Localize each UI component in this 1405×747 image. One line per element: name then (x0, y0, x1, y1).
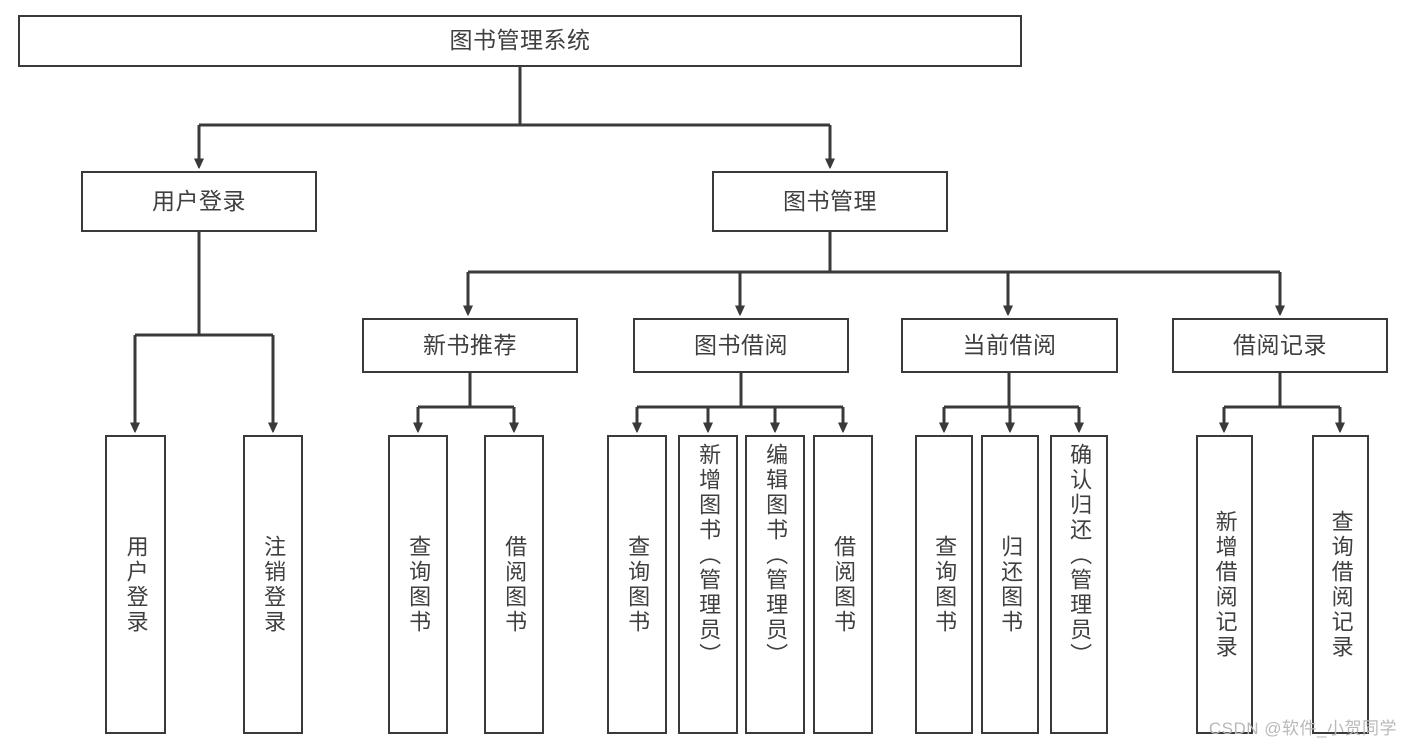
node-leaf-add-book[interactable]: 新增图书（管理员） (678, 435, 738, 734)
node-leaf-logout[interactable]: 注销登录 (243, 435, 303, 734)
node-leaf-logout-label: 注销登录 (261, 534, 287, 635)
node-leaf-borrow-book-1-label: 借阅图书 (502, 534, 528, 635)
connector-group-borrow-record (1224, 373, 1340, 424)
connector-group-book-manage (468, 232, 1280, 307)
node-leaf-add-book-label: 新增图书（管理员） (696, 443, 722, 668)
node-book-borrow-label: 图书借阅 (694, 331, 788, 358)
node-leaf-query-book-1[interactable]: 查询图书 (388, 435, 448, 734)
node-book-manage[interactable]: 图书管理 (712, 171, 948, 232)
node-book-borrow[interactable]: 图书借阅 (633, 318, 849, 373)
node-root[interactable]: 图书管理系统 (18, 15, 1022, 67)
node-leaf-return-book[interactable]: 归还图书 (981, 435, 1039, 734)
connector-group-user-login (135, 232, 273, 424)
node-current-borrow-label: 当前借阅 (962, 331, 1057, 358)
node-leaf-query-book-3-label: 查询图书 (932, 534, 958, 635)
node-current-borrow[interactable]: 当前借阅 (901, 318, 1118, 373)
node-leaf-borrow-book-1[interactable]: 借阅图书 (484, 435, 544, 734)
node-leaf-return-book-label: 归还图书 (998, 534, 1024, 635)
node-leaf-confirm-return-label: 确认归还（管理员） (1067, 443, 1093, 668)
node-leaf-query-record[interactable]: 查询借阅记录 (1312, 435, 1369, 734)
node-leaf-add-record[interactable]: 新增借阅记录 (1196, 435, 1253, 734)
connector-group-current-borrow (944, 373, 1079, 424)
node-leaf-add-record-label: 新增借阅记录 (1212, 509, 1238, 660)
node-leaf-query-book-3[interactable]: 查询图书 (915, 435, 973, 734)
node-leaf-user-login[interactable]: 用户登录 (105, 435, 166, 734)
node-leaf-query-book-1-label: 查询图书 (406, 534, 432, 635)
node-leaf-query-record-label: 查询借阅记录 (1328, 509, 1354, 660)
node-book-manage-label: 图书管理 (783, 187, 877, 214)
connector-group-root (199, 67, 830, 160)
node-borrow-record[interactable]: 借阅记录 (1172, 318, 1388, 373)
node-borrow-record-label: 借阅记录 (1233, 331, 1327, 358)
connector-group-book-borrow (637, 373, 843, 424)
node-leaf-edit-book[interactable]: 编辑图书（管理员） (745, 435, 805, 734)
node-leaf-edit-book-label: 编辑图书（管理员） (763, 443, 789, 668)
node-leaf-borrow-book-2[interactable]: 借阅图书 (813, 435, 873, 734)
node-user-login-label: 用户登录 (152, 187, 246, 214)
node-leaf-borrow-book-2-label: 借阅图书 (831, 534, 857, 635)
connector-group-new-book-recommend (418, 373, 514, 424)
node-new-book-recommend-label: 新书推荐 (423, 331, 517, 358)
node-leaf-query-book-2-label: 查询图书 (625, 534, 651, 635)
node-user-login[interactable]: 用户登录 (81, 171, 317, 232)
node-leaf-user-login-label: 用户登录 (123, 534, 149, 635)
node-new-book-recommend[interactable]: 新书推荐 (362, 318, 578, 373)
node-root-label: 图书管理系统 (449, 27, 591, 54)
node-leaf-confirm-return[interactable]: 确认归还（管理员） (1050, 435, 1108, 734)
node-leaf-query-book-2[interactable]: 查询图书 (607, 435, 667, 734)
